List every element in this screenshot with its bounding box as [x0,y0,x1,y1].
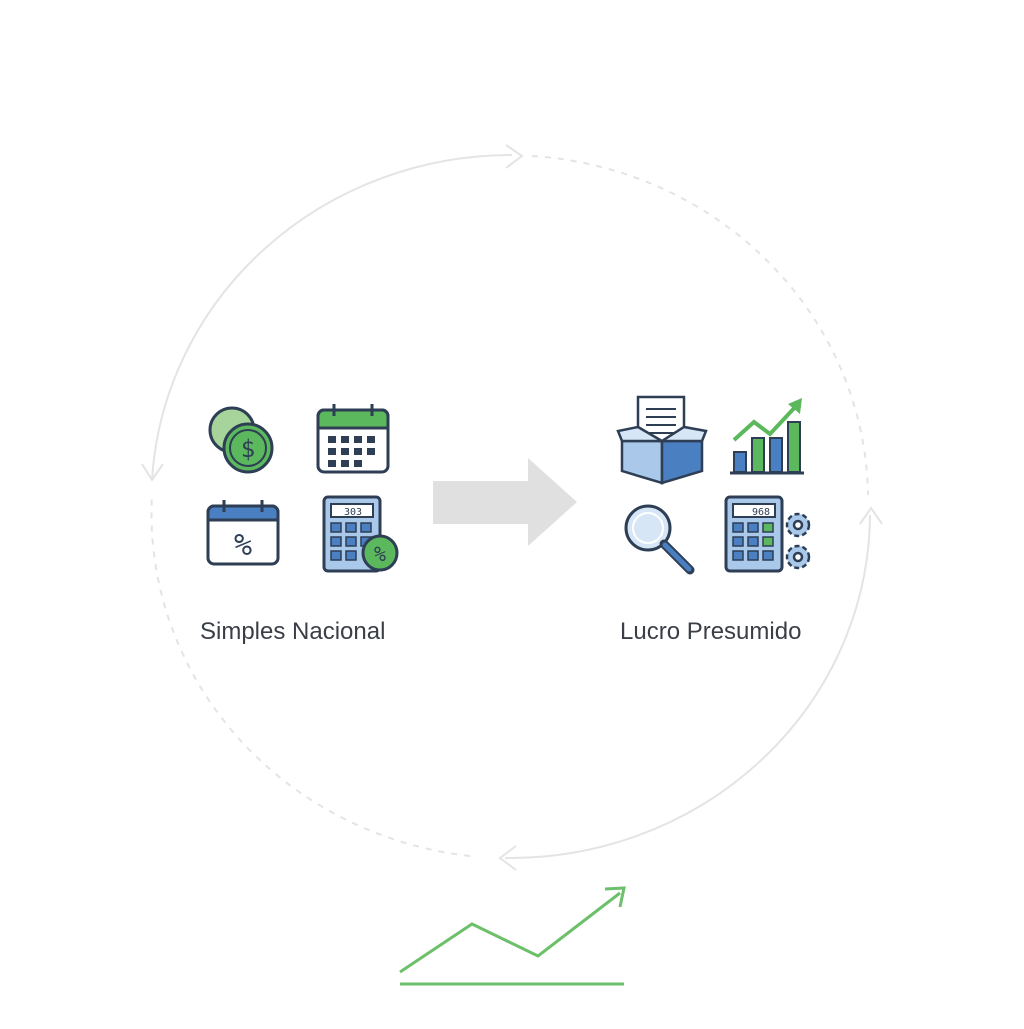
trend-growth-icon [399,886,626,986]
cycle-arc-bottom-right [504,514,871,860]
bar-chart-growth-icon [730,398,804,475]
coins-dollar-icon: $ [208,406,274,474]
simples-nacional-label: Simples Nacional [200,618,386,645]
cycle-arc-bottom-left [150,494,471,857]
calendar-icon [316,404,390,474]
cycle-arrowhead-left [141,463,164,482]
cycle-arrowhead-right [859,506,883,525]
dollar-symbol: $ [241,435,255,463]
cycle-circle [141,144,883,871]
cycle-arrowhead-top [505,144,524,169]
gear-icon [785,544,811,570]
transition-arrow [433,458,577,546]
calculator-display: 303 [344,507,362,518]
percent-badge-symbol: % [374,542,386,566]
gear-icon [785,512,811,538]
lucro-presumido-label: Lucro Presumido [620,618,802,645]
document-box-icon [616,395,708,485]
calculator-display: 968 [752,507,770,518]
calculator-gears-icon: 968 [724,495,811,573]
cycle-arrowhead-bottom [498,845,517,871]
cycle-arc-top-right [531,155,869,496]
cycle-arc-top-left [151,153,513,481]
percent-symbol: % [234,528,252,563]
calculator-percent-icon: 303 % [322,495,399,573]
calendar-percent-icon: % [206,500,280,566]
magnifier-icon [624,504,695,575]
